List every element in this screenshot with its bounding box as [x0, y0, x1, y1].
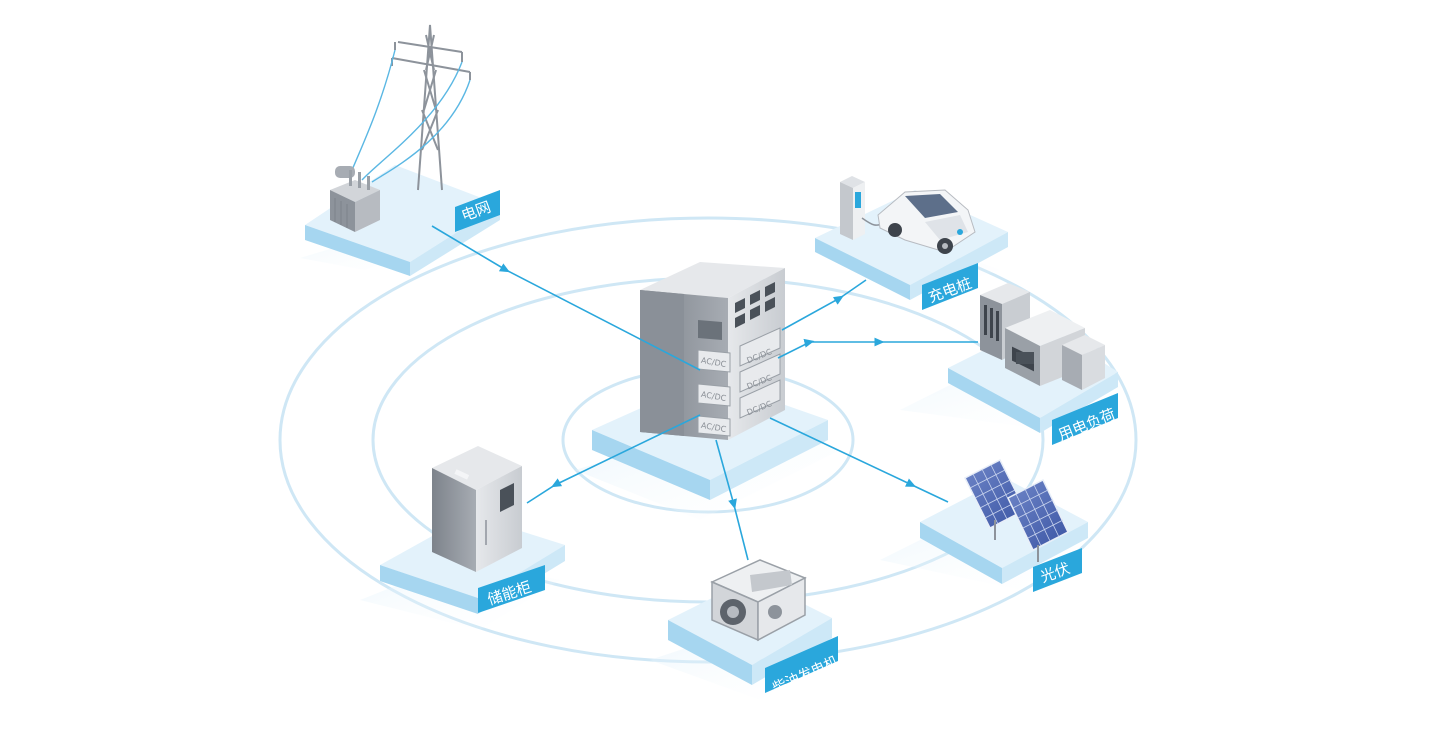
- label-pv: 光伏: [1033, 548, 1082, 592]
- arrow-center-to-pv: [769, 417, 949, 503]
- svg-text:AC/DC: AC/DC: [700, 390, 727, 403]
- arrow-center-to-storage: [526, 414, 701, 504]
- diesel-generator-icon: [710, 559, 807, 642]
- module-ac-dc-2: AC/DC: [697, 383, 731, 407]
- arrow-grid-to-center: [431, 225, 701, 371]
- platform-front-left: [948, 368, 1040, 433]
- platform-front-left: [592, 430, 710, 500]
- power-converter-cabinet-icon: AC/DC DC/DC AC/DC DC/DC AC/DC DC/DC: [640, 262, 785, 440]
- electric-car-icon: [877, 189, 976, 254]
- platform-front-left: [668, 620, 752, 685]
- platform-front-left: [815, 238, 910, 300]
- ev-charger-icon: [840, 176, 886, 240]
- module-ac-dc-1: AC/DC: [697, 349, 731, 373]
- platform-front-left: [380, 565, 478, 614]
- battery-cabinet-icon: [432, 446, 522, 572]
- factory-building-icon: [980, 283, 1105, 390]
- node-diesel: 柴油发电机: [650, 559, 841, 700]
- arrow-center-to-diesel: [715, 439, 749, 561]
- platform-front-left: [305, 225, 410, 276]
- transmission-tower-icon: [391, 24, 471, 191]
- node-pv: 光伏: [880, 458, 1088, 592]
- svg-text:AC/DC: AC/DC: [700, 356, 727, 369]
- node-grid: 电网: [300, 24, 500, 276]
- solar-panel-icon: [963, 458, 1069, 562]
- transformer-icon: [330, 166, 380, 232]
- flow-arrows: [431, 225, 978, 561]
- module-ac-dc-3: AC/DC: [697, 415, 731, 437]
- platform-front-right: [710, 420, 828, 500]
- platform-top: [305, 165, 500, 262]
- svg-text:AC/DC: AC/DC: [700, 421, 727, 434]
- arrow-center-to-load: [777, 337, 978, 359]
- platform-front-left: [920, 522, 1002, 584]
- node-charger: 充电桩: [815, 176, 1008, 310]
- arrow-center-to-charger: [781, 279, 867, 331]
- node-storage: 储能柜: [360, 446, 565, 630]
- node-center-converter: AC/DC DC/DC AC/DC DC/DC AC/DC DC/DC: [575, 262, 840, 520]
- platform-front-right: [1002, 522, 1088, 584]
- node-load: 用电负荷: [900, 283, 1118, 445]
